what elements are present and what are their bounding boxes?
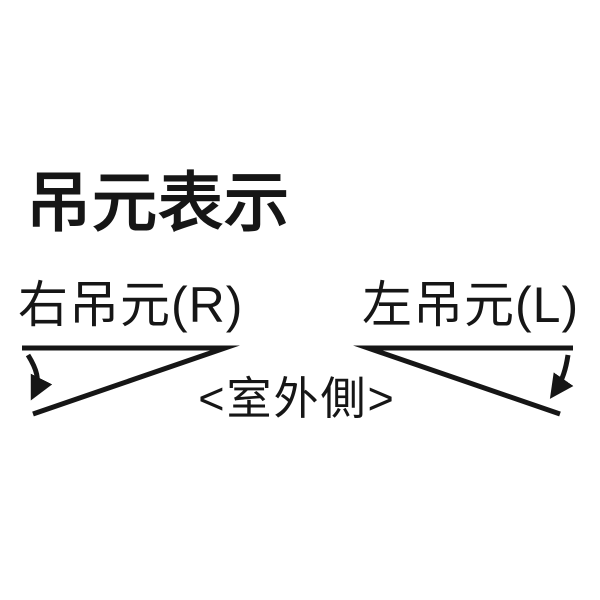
left-hinge-label: 左吊元(L) xyxy=(362,277,580,333)
right-hinge-swing-arrow-icon xyxy=(25,353,53,401)
outdoor-side-label: <室外側> xyxy=(198,373,396,424)
page-title: 吊元表示 xyxy=(26,166,291,239)
right-hinge-door-lines xyxy=(22,345,240,417)
left-hinge-swing-arrow-icon xyxy=(549,354,574,399)
right-hinge-label: 右吊元(R) xyxy=(18,277,244,333)
left-hinge-door-lines xyxy=(353,345,573,417)
